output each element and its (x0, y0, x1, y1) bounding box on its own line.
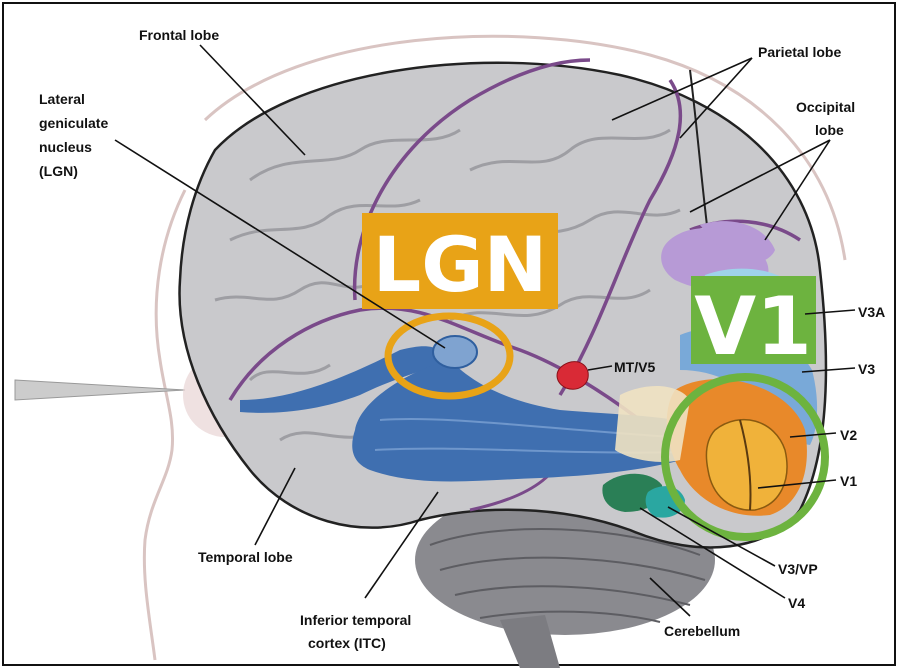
lgn-structure (433, 336, 477, 368)
label-lgn-3: nucleus (39, 139, 92, 155)
label-v2: V2 (840, 427, 857, 443)
lgn-badge-text: LGN (373, 220, 547, 309)
label-v3: V3 (858, 361, 875, 377)
v1-badge-text: V1 (694, 280, 812, 373)
label-frontal-lobe: Frontal lobe (139, 27, 219, 43)
label-cerebellum: Cerebellum (664, 623, 740, 639)
label-lgn-4: (LGN) (39, 163, 78, 179)
label-lgn-1: Lateral (39, 91, 85, 107)
pale-area (615, 386, 690, 462)
label-v4: V4 (788, 595, 805, 611)
label-occipital-lobe-1: Occipital (796, 99, 855, 115)
label-temporal-lobe: Temporal lobe (198, 549, 293, 565)
label-v3-vp: V3/VP (778, 561, 818, 577)
label-mt-v5: MT/V5 (614, 359, 655, 375)
label-itc-2: cortex (ITC) (308, 635, 386, 651)
label-lgn-2: geniculate (39, 115, 108, 131)
label-itc-1: Inferior temporal (300, 612, 411, 628)
label-v1: V1 (840, 473, 857, 489)
label-v3a: V3A (858, 304, 885, 320)
label-occipital-lobe-2: lobe (815, 122, 844, 138)
label-parietal-lobe: Parietal lobe (758, 44, 841, 60)
